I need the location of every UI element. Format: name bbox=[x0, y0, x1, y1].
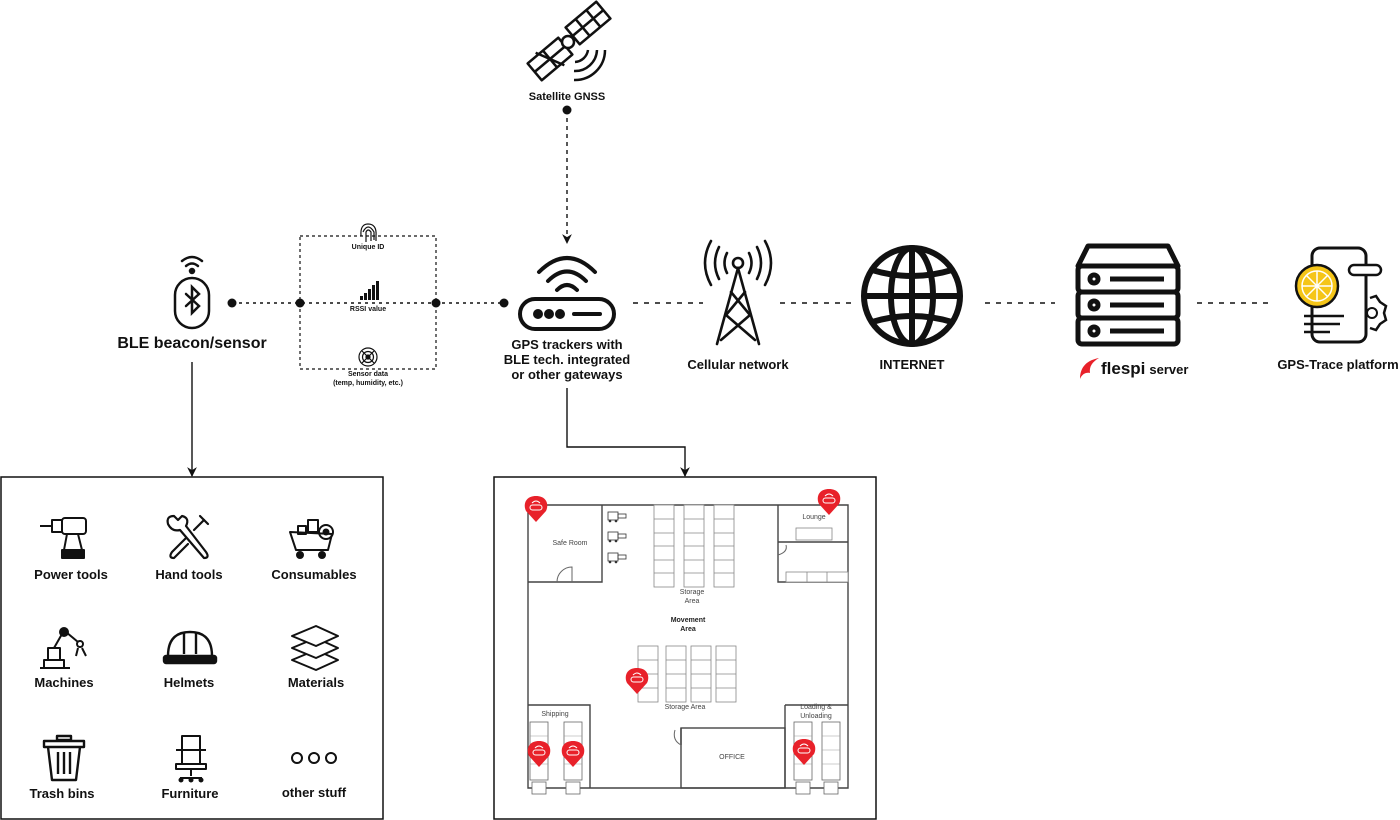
helmet-icon bbox=[162, 630, 218, 665]
flespi-brand: flespi bbox=[1101, 359, 1146, 378]
unique-id-label: Unique ID bbox=[351, 244, 385, 251]
room-label-storage-area: Storage Area bbox=[664, 704, 706, 711]
signal-icon bbox=[360, 281, 379, 300]
tracker-label-line-3: or other gateways bbox=[511, 367, 623, 382]
asset-label-consumables: Consumables bbox=[271, 567, 357, 582]
flespi-logo-icon bbox=[1080, 358, 1099, 379]
sensor-data-sub-label: (temp, humidity, etc.) bbox=[333, 380, 403, 387]
cell-tower-icon bbox=[703, 239, 773, 346]
room-label-movement-1: Movement bbox=[670, 617, 706, 624]
tracker-label-line-2: BLE tech. integrated bbox=[503, 352, 631, 367]
server-word: server bbox=[1149, 361, 1189, 377]
cellular-label: Cellular network bbox=[687, 357, 789, 372]
dots-icon bbox=[291, 752, 337, 764]
asset-label-hand-tools: Hand tools bbox=[155, 567, 223, 582]
asset-label-other-stuff: other stuff bbox=[281, 785, 347, 800]
drill-icon bbox=[40, 517, 87, 559]
sensor-icon bbox=[358, 347, 378, 367]
room-label-lounge: Lounge bbox=[802, 514, 826, 521]
asset-label-materials: Materials bbox=[287, 675, 345, 690]
gps-tracker-icon bbox=[518, 256, 616, 331]
trash-icon bbox=[42, 734, 86, 782]
fingerprint-icon bbox=[360, 223, 377, 242]
layers-icon bbox=[291, 625, 339, 671]
tracker-label-line-1: GPS trackers with bbox=[511, 337, 623, 352]
room-label-safe-room: Safe Room bbox=[552, 540, 588, 547]
internet-label: INTERNET bbox=[879, 357, 945, 372]
asset-label-machines: Machines bbox=[34, 675, 94, 690]
asset-label-furniture: Furniture bbox=[161, 786, 219, 801]
beacon-label: BLE beacon/sensor bbox=[117, 335, 267, 352]
rssi-label: RSSI value bbox=[349, 306, 387, 313]
location-pin-icon bbox=[817, 488, 841, 516]
globe-icon bbox=[861, 245, 963, 347]
connection-dots bbox=[227, 105, 572, 308]
platform-label: GPS-Trace platform bbox=[1277, 357, 1399, 372]
connections bbox=[187, 110, 1268, 477]
platform-icon bbox=[1294, 246, 1388, 344]
room-label-storage-top-2: Area bbox=[684, 598, 700, 605]
room-label-loading-1: Loading & bbox=[800, 704, 832, 711]
server-icon bbox=[1075, 243, 1181, 347]
room-label-office: OFFICE bbox=[719, 754, 745, 761]
asset-label-trash-bins: Trash bins bbox=[29, 786, 95, 801]
robot-arm-icon bbox=[40, 627, 87, 669]
cart-icon bbox=[289, 519, 334, 559]
server-label: flespi server bbox=[1076, 357, 1188, 381]
asset-label-helmets: Helmets bbox=[163, 675, 215, 690]
assets-box bbox=[0, 476, 384, 820]
room-label-shipping: Shipping bbox=[541, 711, 569, 718]
satellite-icon bbox=[526, 0, 612, 82]
chair-icon bbox=[175, 735, 207, 783]
room-label-movement-2: Area bbox=[680, 626, 696, 633]
wrench-icon bbox=[166, 514, 210, 560]
sensor-data-label: Sensor data bbox=[347, 371, 389, 378]
ble-beacon-icon bbox=[173, 255, 211, 330]
asset-label-power-tools: Power tools bbox=[34, 567, 108, 582]
floorplan bbox=[493, 476, 877, 820]
room-label-storage-top-1: Storage bbox=[679, 589, 705, 596]
room-label-loading-2: Unloading bbox=[800, 713, 832, 720]
satellite-label: Satellite GNSS bbox=[528, 91, 606, 103]
